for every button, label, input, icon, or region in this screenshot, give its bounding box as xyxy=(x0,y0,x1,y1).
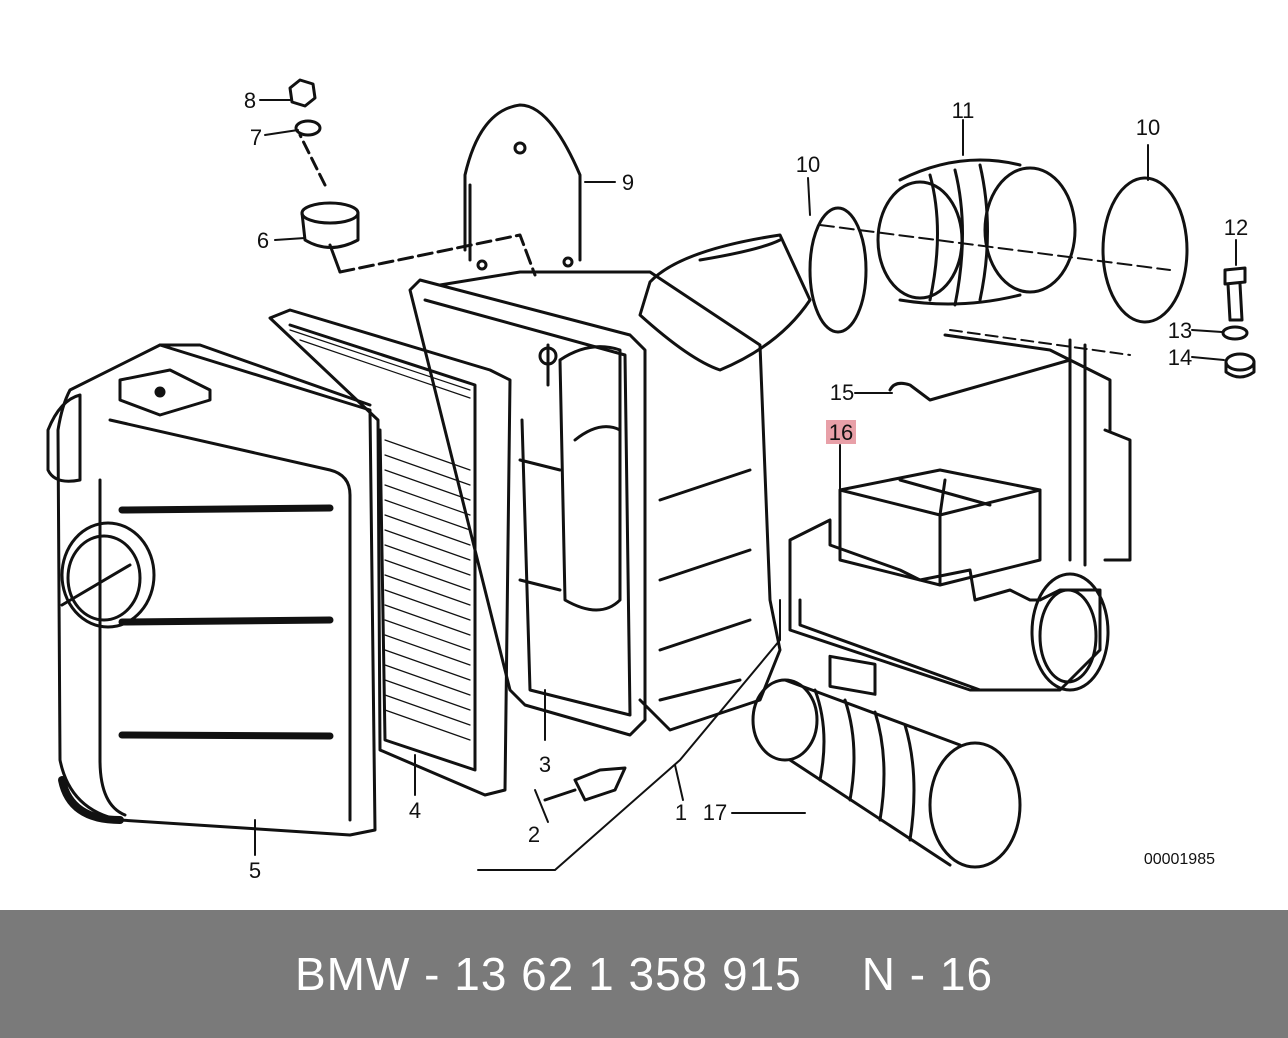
part-number-banner: BMW - 13 62 1 358 915 N - 16 xyxy=(0,910,1288,1038)
callout-15: 15 xyxy=(830,380,854,405)
callout-16: 16 xyxy=(829,420,853,445)
callout-5: 5 xyxy=(249,858,261,883)
drawing-number: 00001985 xyxy=(1144,851,1215,868)
callout-3: 3 xyxy=(539,752,551,777)
callout-2: 2 xyxy=(528,822,540,847)
callout-1: 1 xyxy=(675,800,687,825)
callout-13: 13 xyxy=(1168,318,1192,343)
exploded-view-drawing: 1 2 3 4 5 6 7 8 9 10 10 11 12 13 14 15 1… xyxy=(46,78,1256,883)
callout-14: 14 xyxy=(1168,345,1192,370)
nut xyxy=(288,78,317,108)
air-flow-meter xyxy=(788,468,1110,696)
filter-housing-upper xyxy=(438,233,812,732)
bolt xyxy=(1223,266,1247,322)
callout-4: 4 xyxy=(409,798,421,823)
callout-12: 12 xyxy=(1224,215,1248,240)
bolt-washer xyxy=(1221,325,1249,341)
callout-highlight xyxy=(826,420,856,444)
callout-10-left: 10 xyxy=(796,152,820,177)
rubber-mount xyxy=(298,133,360,274)
bellows-boot-upper xyxy=(819,158,1171,307)
bellows-boot-lower xyxy=(751,678,1022,869)
callout-10-right: 10 xyxy=(1136,115,1160,140)
gasket-frame xyxy=(408,278,647,737)
callout-11: 11 xyxy=(952,98,975,123)
mounting-bracket xyxy=(338,103,582,277)
hose-clamp-right xyxy=(1101,176,1189,324)
callout-8: 8 xyxy=(244,88,256,113)
hose-clamp-left xyxy=(808,206,868,334)
filter-element xyxy=(268,308,512,797)
callout-6: 6 xyxy=(257,228,269,253)
callout-7: 7 xyxy=(250,125,262,150)
clip xyxy=(543,766,627,802)
washer xyxy=(294,119,322,137)
grommet xyxy=(1224,352,1256,379)
diagram-position: N - 16 xyxy=(861,948,994,1000)
callout-17: 17 xyxy=(703,800,727,825)
callout-9: 9 xyxy=(622,170,634,195)
filter-housing-lower xyxy=(46,343,377,837)
part-number: BMW - 13 62 1 358 915 xyxy=(294,948,802,1000)
parts-diagram: 1 2 3 4 5 6 7 8 9 10 10 11 12 13 14 15 1… xyxy=(46,78,1256,883)
mounting-plate xyxy=(888,329,1132,567)
